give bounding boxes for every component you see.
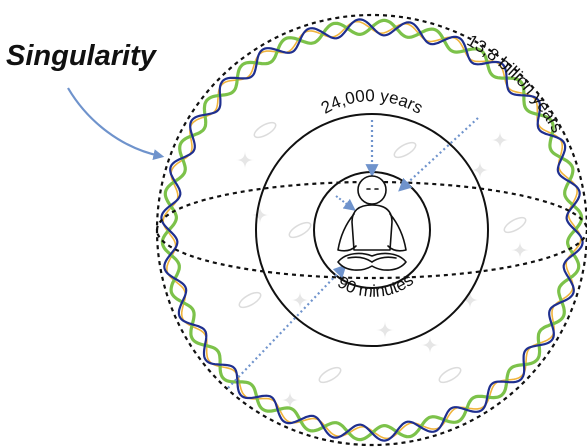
sparkle-icon <box>291 291 309 309</box>
background-decorations <box>236 121 529 409</box>
sparkle-icon <box>491 131 509 149</box>
galaxy-icon <box>253 121 277 139</box>
galaxy-icon <box>288 221 312 239</box>
sparkle-icon <box>236 151 254 169</box>
middle-circle <box>255 113 489 347</box>
diagram-title: Singularity <box>6 40 156 72</box>
arrow-outer-top-right-to-center <box>398 117 479 192</box>
arrow-outer-to-center <box>227 264 347 389</box>
galaxy-icon <box>438 366 462 384</box>
sparkle-icon <box>251 206 269 224</box>
meditating-person-icon <box>337 175 407 271</box>
sparkle-icon <box>511 241 529 259</box>
sparkle-icon <box>471 161 489 179</box>
sparkle-icon <box>461 291 479 309</box>
singularity-arrow <box>67 87 165 161</box>
galaxy-icon <box>238 291 262 309</box>
galaxy-icon <box>393 141 417 159</box>
sparkle-icon <box>281 391 299 409</box>
galaxy-icon <box>318 366 342 384</box>
helix-strand-navy <box>160 18 584 442</box>
label-outer-13-8-billion-years: 13,8 billion years <box>464 31 567 136</box>
galaxy-icon <box>503 216 527 234</box>
arrow-inner-left <box>335 195 356 211</box>
outer-dashed-circle <box>155 13 587 447</box>
dna-helix-ring <box>160 18 584 442</box>
sparkle-icon <box>421 336 439 354</box>
sparkle-icon <box>376 321 394 339</box>
label-middle-24000-years: 24,000 years <box>318 86 426 118</box>
